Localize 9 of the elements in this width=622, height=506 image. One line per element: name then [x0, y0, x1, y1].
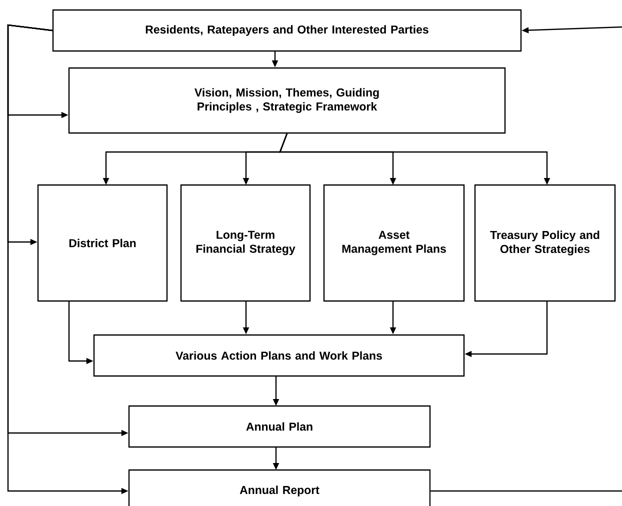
process-box: Treasury Policy and Other Strategies	[474, 184, 616, 302]
process-box: Vision, Mission, Themes, Guiding Principles , Strategic Framework	[68, 67, 506, 134]
process-box: Residents, Ratepayers and Other Interested Parties	[52, 9, 522, 52]
process-box: District Plan	[37, 184, 168, 302]
process-box: Long-Term Financial Strategy	[180, 184, 311, 302]
process-box: Asset Management Plans	[323, 184, 465, 302]
process-box: Annual Report	[128, 469, 431, 506]
process-box: Annual Plan	[128, 405, 431, 448]
process-box: Various Action Plans and Work Plans	[93, 334, 465, 377]
